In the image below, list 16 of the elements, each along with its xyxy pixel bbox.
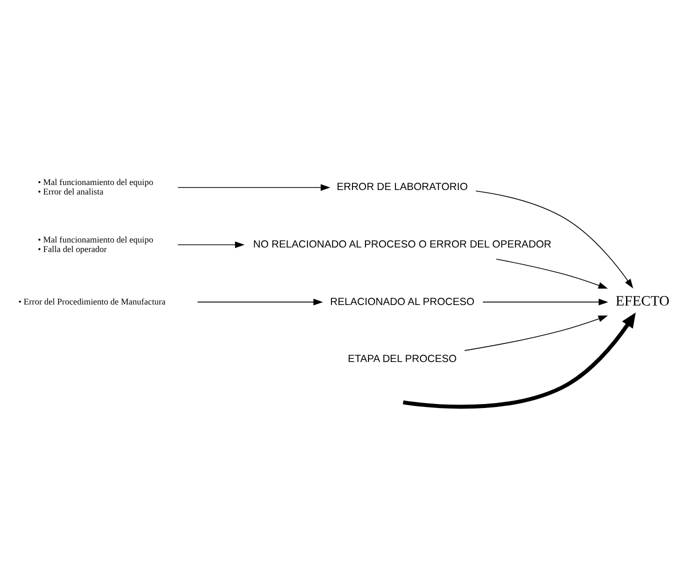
node-text: • Mal funcionamiento del equipo • Falla del operador: [38, 234, 154, 254]
node-text: • Mal funcionamiento del equipo • Error del analista: [38, 176, 154, 197]
arrow: [197, 298, 323, 306]
node-text: ERROR DE LABORATORIO: [336, 182, 468, 194]
arrow: [402, 312, 636, 409]
arrow: [482, 298, 608, 306]
arrow: [475, 190, 634, 288]
arrow: [178, 241, 245, 248]
arrow: [496, 258, 608, 289]
arrow: [464, 315, 608, 351]
node-text: • Error del Procedimiento de Manufactura: [18, 296, 166, 306]
node-text: EFECTO: [616, 294, 670, 310]
node-text: ETAPA DEL PROCESO: [348, 354, 457, 366]
node-text: NO RELACIONADO AL PROCESO O ERROR DEL OPERADOR: [253, 239, 552, 250]
arrow: [178, 184, 330, 191]
node-text: RELACIONADO AL PROCESO: [330, 296, 474, 308]
